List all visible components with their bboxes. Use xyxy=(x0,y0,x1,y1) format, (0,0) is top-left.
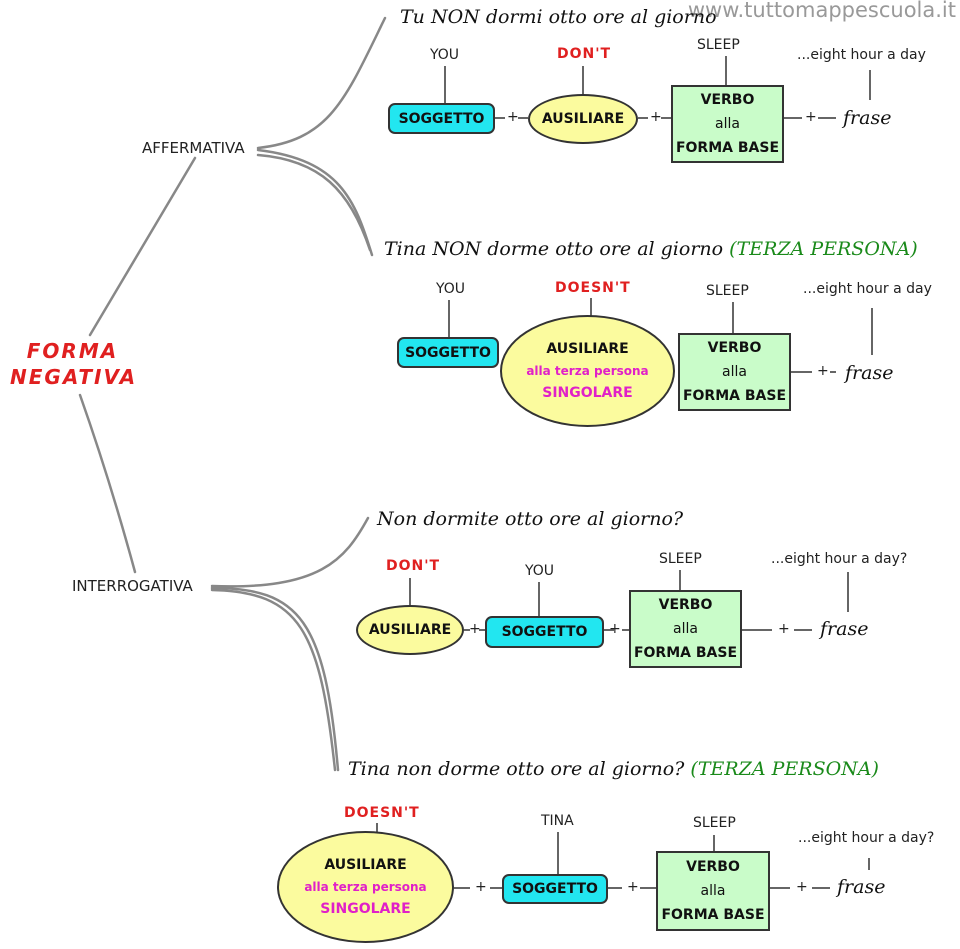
s4-alla-label: alla xyxy=(700,883,726,899)
s4-verbo-box: VERBO alla FORMA BASE xyxy=(656,851,770,931)
line-title-affermativa xyxy=(88,156,197,337)
s3-verbo-box: VERBO alla FORMA BASE xyxy=(629,590,742,668)
s4-frase: frase xyxy=(837,876,886,898)
s2-soggetto-label: SOGGETTO xyxy=(405,344,491,361)
s4-sleep: SLEEP xyxy=(693,815,736,831)
s4-soggetto-box: SOGGETTO xyxy=(502,874,608,904)
s3-soggetto-box: SOGGETTO xyxy=(485,616,604,648)
s2-soggetto-box: SOGGETTO xyxy=(397,337,499,368)
watermark: www.tuttomappescuola.it xyxy=(687,0,956,22)
s4-singolare-label: SINGOLARE xyxy=(320,901,411,917)
s3-plus-3: + xyxy=(778,621,790,637)
s1-verbo-box: VERBO alla FORMA BASE xyxy=(671,85,784,163)
s2-plus: + xyxy=(817,363,829,379)
s2-note: (TERZA PERSONA) xyxy=(729,238,918,260)
s2-verbo-label: VERBO xyxy=(707,340,762,356)
s2-aux-word: DOESN'T xyxy=(555,280,631,296)
s4-plus-2: + xyxy=(627,879,639,895)
s2-tail: ...eight hour a day xyxy=(803,281,932,297)
s4-sentence-text: Tina non dorme otto ore al giorno? xyxy=(348,758,685,780)
s2-frase: frase xyxy=(845,362,894,384)
s1-soggetto-box: SOGGETTO xyxy=(388,103,495,134)
s3-you: YOU xyxy=(525,563,555,579)
s4-ausiliare-ellipse: AUSILIARE alla terza persona SINGOLARE xyxy=(277,831,454,943)
s2-singolare-label: SINGOLARE xyxy=(542,385,633,401)
title-line-2: NEGATIVA xyxy=(10,365,138,389)
s3-tail: ...eight hour a day? xyxy=(771,551,908,567)
s3-sleep: SLEEP xyxy=(659,551,702,567)
s1-frase: frase xyxy=(843,107,892,129)
s3-plus-1: + xyxy=(469,621,481,637)
line-affermativa-s1 xyxy=(256,16,387,150)
s3-frase: frase xyxy=(820,618,869,640)
s4-forma-base-label: FORMA BASE xyxy=(661,907,765,923)
line-interrogativa-s4 xyxy=(210,586,340,772)
s2-you: YOU xyxy=(436,281,466,297)
s4-sentence: Tina non dorme otto ore al giorno? (TERZ… xyxy=(348,758,879,780)
s4-tail: ...eight hour a day? xyxy=(798,830,935,846)
s4-verbo-label: VERBO xyxy=(686,859,740,875)
s1-plus-2: + xyxy=(650,109,662,125)
s4-soggetto-label: SOGGETTO xyxy=(512,881,598,897)
s2-sentence: Tina NON dorme otto ore al giorno (TERZA… xyxy=(384,238,918,260)
s2-terza-label: alla terza persona xyxy=(526,364,649,378)
s1-sentence: Tu NON dormi otto ore al giorno xyxy=(400,6,717,28)
branch-interrogativa: INTERROGATIVA xyxy=(72,577,193,595)
s3-soggetto-label: SOGGETTO xyxy=(501,624,588,640)
s2-ausiliare-label: AUSILIARE xyxy=(546,341,629,357)
s3-sentence: Non dormite otto ore al giorno? xyxy=(377,508,684,530)
line-interrogativa-s4b xyxy=(210,588,337,772)
s1-soggetto-label: SOGGETTO xyxy=(398,110,485,127)
s1-plus-1: + xyxy=(507,109,519,125)
s4-ausiliare-label: AUSILIARE xyxy=(324,857,407,873)
s1-verbo-label: VERBO xyxy=(700,92,755,108)
line-affermativa-s2b xyxy=(256,153,372,252)
s3-aux-word: DON'T xyxy=(386,558,441,574)
s1-plus-3: + xyxy=(805,109,817,125)
s3-alla-label: alla xyxy=(673,621,698,637)
branch-affermativa: AFFERMATIVA xyxy=(142,139,245,157)
s2-sleep: SLEEP xyxy=(706,283,749,299)
s4-tina: TINA xyxy=(541,813,574,829)
s1-you: YOU xyxy=(430,47,460,63)
s1-tail: ...eight hour a day xyxy=(797,47,926,63)
page-title: FORMA NEGATIVA xyxy=(10,338,135,390)
line-interrogativa-s3 xyxy=(210,516,370,588)
s1-alla-label: alla xyxy=(715,116,740,132)
s2-verbo-box: VERBO alla FORMA BASE xyxy=(678,333,791,411)
s4-plus-1: + xyxy=(475,879,487,895)
s4-aux-word: DOESN'T xyxy=(344,805,420,821)
s2-forma-base-label: FORMA BASE xyxy=(682,388,787,404)
title-line-1: FORMA xyxy=(26,339,119,363)
s4-plus-3: + xyxy=(796,879,808,895)
s4-terza-label: alla terza persona xyxy=(304,880,427,894)
s1-ausiliare-ellipse: AUSILIARE xyxy=(528,94,638,144)
s3-plus-2: + xyxy=(609,621,621,637)
s3-ausiliare-ellipse: AUSILIARE xyxy=(356,605,464,655)
s1-sleep: SLEEP xyxy=(697,37,740,53)
s1-forma-base-label: FORMA BASE xyxy=(675,140,780,156)
s3-forma-base-label: FORMA BASE xyxy=(633,645,738,661)
line-title-interrogativa xyxy=(78,393,137,574)
s4-note: (TERZA PERSONA) xyxy=(690,758,879,780)
s2-ausiliare-ellipse: AUSILIARE alla terza persona SINGOLARE xyxy=(500,315,675,427)
s3-ausiliare-label: AUSILIARE xyxy=(368,622,452,638)
s2-sentence-text: Tina NON dorme otto ore al giorno xyxy=(384,238,724,260)
s3-verbo-label: VERBO xyxy=(658,597,713,613)
s1-aux-word: DON'T xyxy=(557,46,612,62)
line-affermativa-s2 xyxy=(256,148,374,257)
s2-alla-label: alla xyxy=(722,364,747,380)
s1-ausiliare-label: AUSILIARE xyxy=(541,111,625,127)
